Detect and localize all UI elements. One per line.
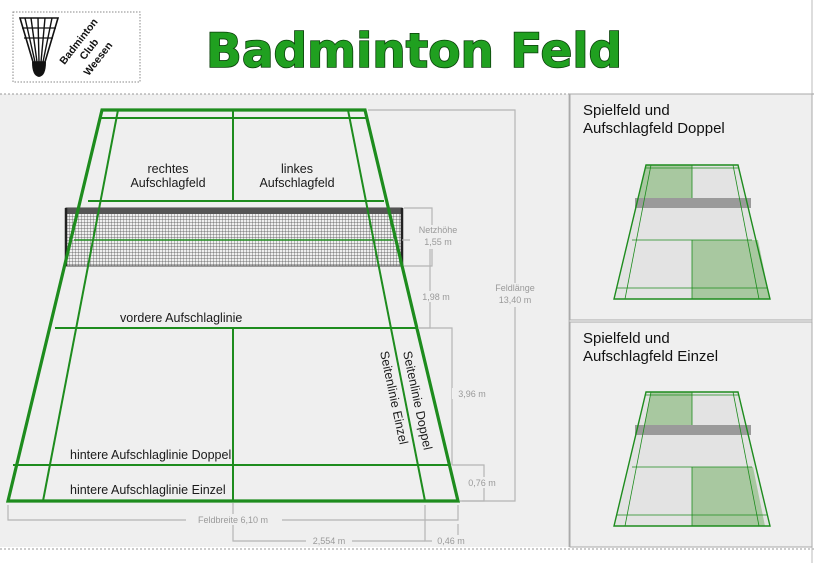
panel-doppel: Spielfeld und Aufschlagfeld Doppel — [569, 93, 813, 321]
measure-service-depth — [418, 327, 453, 465]
court-labels: rechtes Aufschlagfeld linkes Aufschlagfe… — [70, 162, 435, 497]
label-back-service-line-singles: hintere Aufschlaglinie Einzel — [70, 483, 226, 497]
net-to-service-label: 1,98 m — [422, 292, 450, 302]
side-line-singles-right — [347, 109, 426, 502]
net-height-label-2: 1,55 m — [424, 237, 452, 247]
mini-court-doppel — [613, 164, 771, 300]
label-left-service-court-2: Aufschlagfeld — [259, 176, 334, 190]
page-title: Badminton Feld — [206, 24, 622, 79]
mini-net-doppel — [635, 198, 751, 208]
mini-net-einzel — [635, 425, 751, 435]
panel-doppel-title-2: Aufschlagfeld Doppel — [583, 120, 725, 137]
label-front-service-line: vordere Aufschlaglinie — [120, 311, 242, 325]
label-left-service-court-1: linkes — [281, 162, 313, 176]
net-mesh — [66, 208, 402, 266]
panel-einzel-title-2: Aufschlagfeld Einzel — [583, 348, 718, 365]
club-logo: Badminton Club Weesen — [12, 11, 141, 83]
label-back-service-line-doubles: hintere Aufschlaglinie Doppel — [70, 448, 231, 462]
mini-court-einzel — [613, 391, 771, 527]
panel-doppel-title-1: Spielfeld und — [583, 102, 670, 119]
shuttlecock-icon — [18, 17, 60, 77]
field-length-label-1: Feldlänge — [495, 283, 535, 293]
service-depth-label: 3,96 m — [458, 389, 486, 399]
measurement-labels: Netzhöhe 1,55 m 1,98 m Feldlänge 13,40 m… — [186, 225, 538, 546]
alley-width-label: 0,46 m — [437, 536, 465, 546]
panel-einzel-title-1: Spielfeld und — [583, 330, 670, 347]
field-width-label: Feldbreite 6,10 m — [198, 515, 268, 525]
field-length-label-2: 13,40 m — [499, 295, 532, 305]
label-right-service-court-2: Aufschlagfeld — [130, 176, 205, 190]
panel-einzel: Spielfeld und Aufschlagfeld Einzel — [569, 321, 813, 548]
label-right-service-court-1: rechtes — [148, 162, 189, 176]
main-court — [5, 108, 461, 503]
court-outline-doubles — [5, 108, 461, 503]
net-tape — [66, 208, 402, 214]
doubles-back-label: 0,76 m — [468, 478, 496, 488]
half-width-label: 2,554 m — [313, 536, 346, 546]
main-diagram-area — [0, 94, 568, 547]
net-height-label-1: Netzhöhe — [419, 225, 458, 235]
side-line-singles-left — [42, 109, 119, 502]
